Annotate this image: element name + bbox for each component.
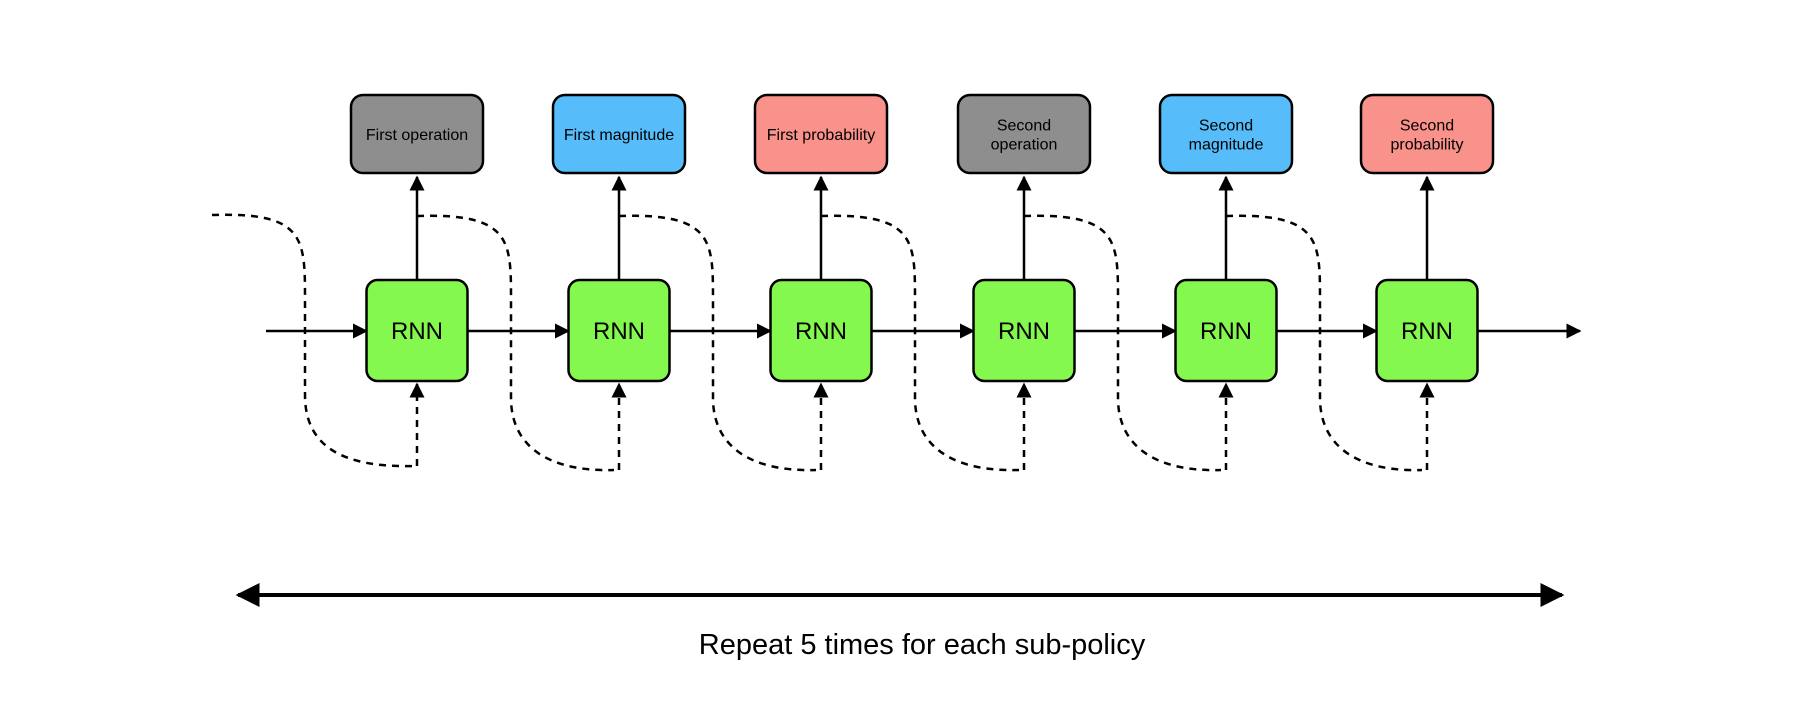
output-label: magnitude xyxy=(1189,137,1264,154)
output-node: Second magnitude xyxy=(1158,93,1294,175)
output-node: Second operation xyxy=(956,93,1092,175)
output-label: Second xyxy=(997,118,1051,135)
rnn-label: RNN xyxy=(795,318,847,345)
rnn-label: RNN xyxy=(1200,318,1252,345)
rnn-box xyxy=(365,278,469,383)
rnn-box xyxy=(769,278,873,383)
connectors xyxy=(211,175,1582,472)
feedback-dashed-line xyxy=(416,214,615,472)
output-box xyxy=(349,93,485,175)
feedback-dashed-line xyxy=(820,214,1020,472)
output-label: Second xyxy=(1199,118,1253,135)
rnn-cell: RNN xyxy=(769,278,873,383)
output-label: First operation xyxy=(366,127,468,144)
output-node: First magnitude xyxy=(551,93,687,175)
output-box xyxy=(551,93,687,175)
output-box xyxy=(1359,93,1495,175)
feedback-dashed-line xyxy=(618,214,817,472)
feedback-dashed-line xyxy=(1023,214,1222,472)
rnn-cell: RNN xyxy=(972,278,1076,383)
rnn-label: RNN xyxy=(1401,318,1453,345)
output-node: Second probability xyxy=(1359,93,1495,175)
rnn-cell: RNN xyxy=(1174,278,1278,383)
output-box xyxy=(1158,93,1294,175)
output-box xyxy=(753,93,889,175)
rnn-box xyxy=(567,278,671,383)
output-label: First magnitude xyxy=(564,127,674,144)
output-node: First operation xyxy=(349,93,485,175)
rnn-cell: RNN xyxy=(567,278,671,383)
rnn-box xyxy=(1174,278,1278,383)
output-label: probability xyxy=(1391,137,1464,154)
rnn-cell: RNN xyxy=(1375,278,1479,383)
feedback-dashed-line xyxy=(1225,214,1423,472)
output-label: operation xyxy=(991,137,1058,154)
rnn-label: RNN xyxy=(593,318,645,345)
rnn-box xyxy=(1375,278,1479,383)
repeat-caption: Repeat 5 times for each sub-policy xyxy=(699,629,1146,661)
rnn-label: RNN xyxy=(998,318,1050,345)
rnn-box xyxy=(972,278,1076,383)
output-box xyxy=(956,93,1092,175)
output-node: First probability xyxy=(753,93,889,175)
output-label: First probability xyxy=(767,127,875,144)
rnn-cell: RNN xyxy=(365,278,469,383)
output-label: Second xyxy=(1400,118,1454,135)
rnn-label: RNN xyxy=(391,318,443,345)
